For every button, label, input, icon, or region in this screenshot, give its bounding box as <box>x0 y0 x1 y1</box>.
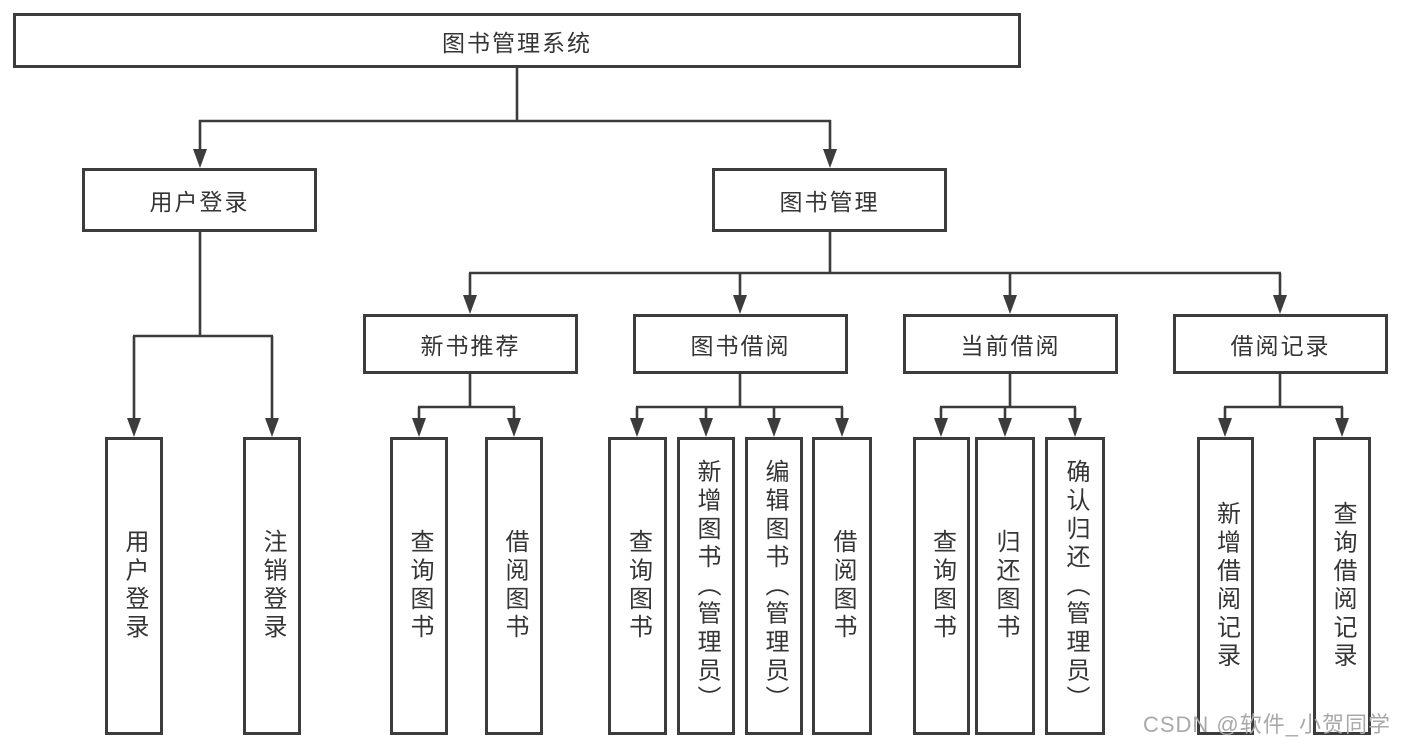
leaf-current-return-books: 归还图书 <box>975 437 1035 735</box>
leaf-borrow-add-books-admin: 新增图书（管理员） <box>677 437 735 735</box>
node-label: 用户登录 <box>149 189 250 215</box>
leaf-recommend-borrow-books: 借阅图书 <box>485 437 543 735</box>
leaf-records-add-record: 新增借阅记录 <box>1197 437 1254 735</box>
node-book-borrow: 图书借阅 <box>633 314 848 374</box>
arrowheads <box>127 149 1349 437</box>
leaf-user-login: 用户登录 <box>105 437 163 735</box>
node-book-management: 图书管理 <box>712 168 947 232</box>
leaf-label: 编辑图书（管理员） <box>761 458 788 714</box>
node-user-login: 用户登录 <box>82 168 317 232</box>
leaf-borrow-query-books: 查询图书 <box>608 437 667 735</box>
leaf-label: 确认归还（管理员） <box>1062 458 1089 714</box>
leaf-label: 查询图书 <box>624 529 652 643</box>
leaf-label: 查询图书 <box>928 529 956 643</box>
leaf-label: 新增图书（管理员） <box>693 458 720 714</box>
node-label: 新书推荐 <box>420 333 521 359</box>
leaf-recommend-query-books: 查询图书 <box>390 437 448 735</box>
node-label: 借阅记录 <box>1230 333 1331 359</box>
node-borrow-records: 借阅记录 <box>1173 314 1388 374</box>
node-label: 图书管理 <box>779 189 880 215</box>
leaf-current-query-books: 查询图书 <box>913 437 970 735</box>
leaf-label: 新增借阅记录 <box>1212 501 1240 671</box>
node-label: 图书管理系统 <box>442 29 592 56</box>
leaf-current-confirm-return-admin: 确认归还（管理员） <box>1045 437 1105 735</box>
leaf-records-query-record: 查询借阅记录 <box>1313 437 1371 735</box>
leaf-label: 借阅图书 <box>501 529 528 643</box>
leaf-label: 查询图书 <box>406 529 433 643</box>
leaf-label: 注销登录 <box>259 529 286 643</box>
leaf-label: 归还图书 <box>992 529 1019 643</box>
leaf-borrow-edit-books-admin: 编辑图书（管理员） <box>745 437 803 735</box>
leaf-label: 查询借阅记录 <box>1329 501 1356 671</box>
node-new-book-recommend: 新书推荐 <box>363 314 578 374</box>
leaf-borrow-borrow-books: 借阅图书 <box>812 437 872 735</box>
leaf-label: 用户登录 <box>121 529 148 643</box>
node-current-borrow: 当前借阅 <box>903 314 1118 374</box>
node-library-management-system: 图书管理系统 <box>13 13 1021 68</box>
leaf-logout: 注销登录 <box>243 437 301 735</box>
leaf-label: 借阅图书 <box>829 529 856 643</box>
node-label: 图书借阅 <box>690 333 791 359</box>
csdn-watermark: CSDN @软件_小贺同学 <box>1142 712 1391 737</box>
node-label: 当前借阅 <box>960 333 1061 359</box>
